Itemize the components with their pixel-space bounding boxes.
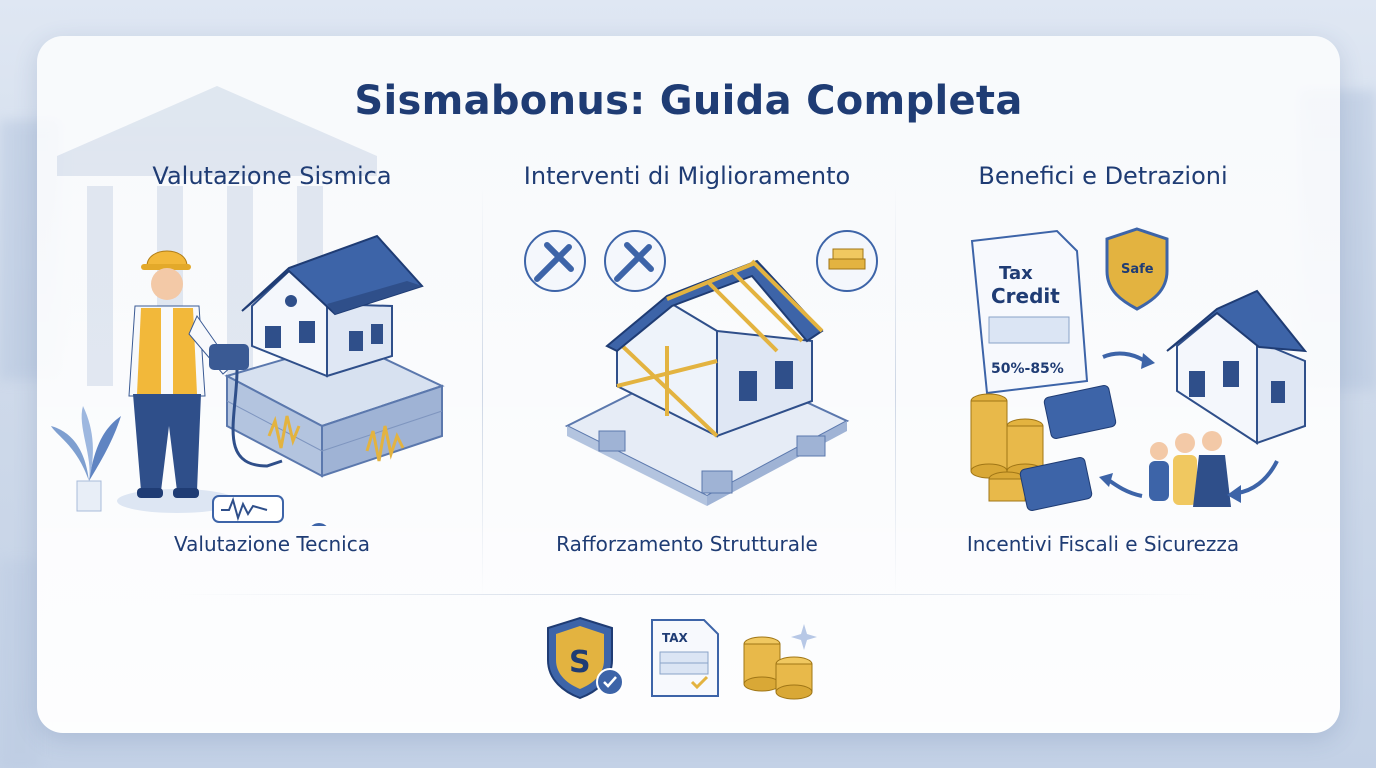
tax-form-icon: TAX	[651, 619, 719, 697]
column-heading-interventi: Interventi di Miglioramento	[523, 162, 851, 190]
percent-range: 50%-85%	[991, 361, 1064, 377]
worker-icon	[117, 250, 283, 513]
column-divider	[482, 186, 483, 596]
safe-badge: Safe	[1121, 262, 1154, 277]
benefits-illustration: Tax Credit 50%-85% Safe	[970, 227, 1307, 511]
shield-s-icon: S	[547, 616, 624, 700]
background-building	[0, 560, 40, 768]
plant-icon	[51, 406, 121, 512]
section-divider	[177, 594, 1207, 595]
infographic-card: Sismabonus: Guida Completa Valutazione S…	[37, 36, 1340, 733]
column-divider	[895, 186, 896, 596]
flow-arrows-icon	[1099, 351, 1279, 503]
check-badge-icon	[308, 521, 330, 526]
column-heading-valutazione: Valutazione Sismica	[152, 162, 392, 190]
page-title: Sismabonus: Guida Completa	[354, 78, 1023, 124]
tools-icon	[524, 230, 666, 292]
credit-card-icon	[1019, 385, 1117, 511]
column-caption-interventi: Rafforzamento Strutturale	[556, 532, 818, 556]
structural-reinforcement-illustration	[524, 230, 878, 506]
coins-icon	[970, 393, 1044, 502]
tax-credit-line2: Credit	[991, 284, 1060, 308]
coin-stack-icon	[743, 624, 817, 700]
bottom-icon-row: S TAX	[547, 616, 817, 700]
house-icon	[241, 234, 424, 378]
seismograph-icon	[212, 495, 284, 523]
tax-credit-document-icon: Tax Credit 50%-85%	[970, 229, 1089, 395]
safe-shield-icon: Safe	[1105, 227, 1169, 311]
family-icon	[1149, 431, 1231, 507]
column-caption-benefici: Incentivi Fiscali e Sicurezza	[966, 532, 1240, 556]
foundation-icon	[224, 339, 445, 478]
reinforced-house-icon	[598, 259, 826, 494]
seismic-assessment-illustration	[51, 234, 445, 526]
wood-beams-icon	[816, 230, 878, 292]
house-icon	[1166, 289, 1307, 445]
column-caption-valutazione: Valutazione Tecnica	[174, 532, 370, 556]
column-heading-benefici: Benefici e Detrazioni	[978, 162, 1228, 190]
tax-doc-label: TAX	[662, 631, 689, 645]
tax-credit-line1: Tax	[999, 263, 1033, 284]
shield-letter: S	[569, 645, 591, 680]
